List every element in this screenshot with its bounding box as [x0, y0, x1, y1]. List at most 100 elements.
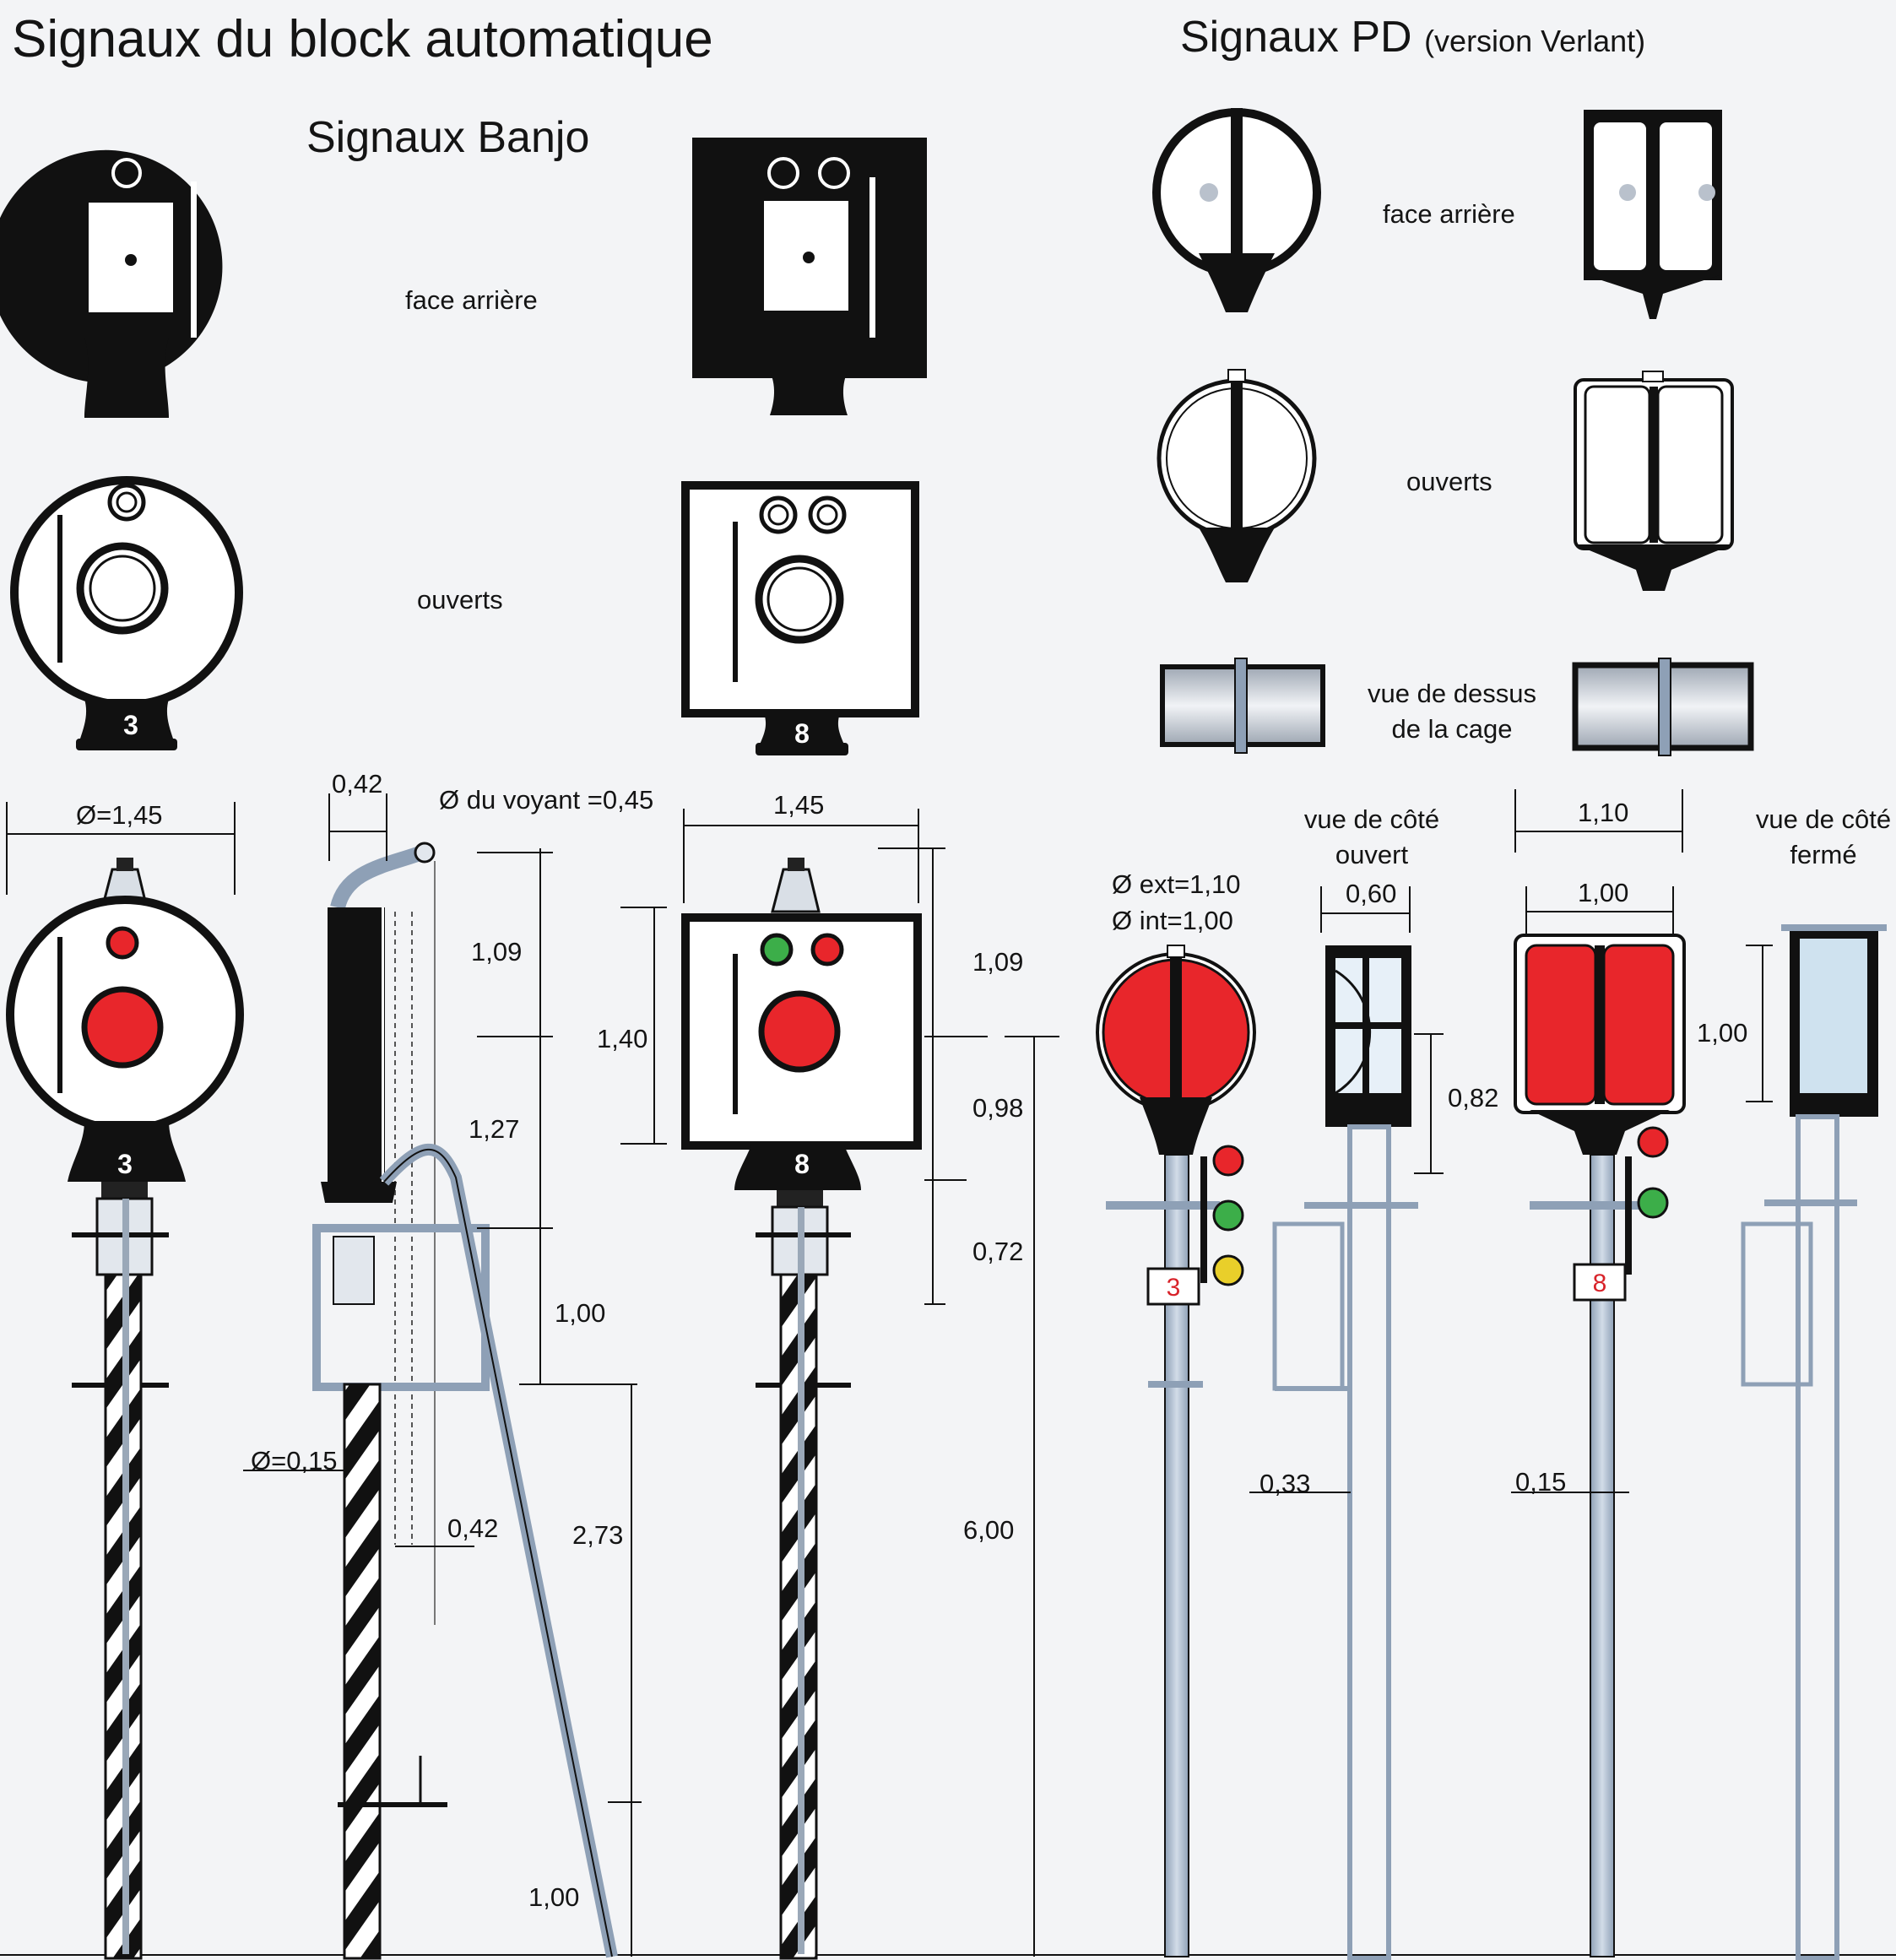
banjo-round-open-main-lamp-ring — [89, 555, 156, 622]
side-view-signal — [312, 842, 618, 1960]
dim-pd-square-outer: 1,10 — [1578, 798, 1629, 827]
pd-round-back — [1152, 108, 1321, 312]
pd-top-view-square — [1572, 658, 1754, 756]
dim-side-h1: 1,09 — [471, 937, 523, 966]
pd-side-closed-label-2: fermé — [1790, 840, 1857, 869]
banjo-round-open-main-lamp — [76, 542, 169, 635]
banjo-square-back-neck — [770, 371, 848, 415]
pd-square-back-panel-1 — [1594, 122, 1646, 270]
dim-square-height: 1,40 — [597, 1024, 648, 1053]
banjo-square-open-main-lamp — [755, 555, 844, 644]
banjo-round-back-neck — [84, 338, 169, 418]
banjo-open-label: ouverts — [417, 585, 503, 615]
pd-square-signal-plate — [1573, 1263, 1627, 1302]
banjo-round-open-ladder — [57, 515, 62, 663]
banjo-square-open-lamp-2 — [808, 495, 847, 534]
dim-square-width: 1,45 — [773, 790, 825, 820]
pd-round-signal: 3 — [1096, 945, 1256, 1957]
pd-side-open-lattice — [1347, 1124, 1391, 1960]
banjo-square-open-lamp-1 — [759, 495, 798, 534]
banjo-round-open-small-lamp-ring — [116, 491, 138, 513]
banjo-square-signal-green-light — [760, 933, 794, 966]
pd-square-signal-red — [1637, 1126, 1669, 1158]
banjo-square-open-ladder — [733, 522, 738, 682]
pd-top-view-round — [1160, 658, 1325, 754]
banjo-square-signal: 8 — [681, 858, 922, 1960]
banjo-round-open-neck — [80, 699, 173, 739]
dim-right-h1: 1,09 — [972, 947, 1024, 977]
pd-square-signal-panel-1 — [1525, 944, 1597, 1106]
svg-text:3: 3 — [1167, 1274, 1181, 1302]
banjo-round-back-dot — [125, 254, 137, 266]
dim-pd-pole: 0,15 — [1515, 1467, 1567, 1497]
pd-round-signal-green — [1212, 1199, 1244, 1232]
pd-square-signal: 8 — [1514, 934, 1686, 1957]
dim-pd-square-inner: 1,00 — [1578, 878, 1629, 907]
dim-pd-ext: Ø ext=1,10 — [1112, 869, 1241, 899]
dim-side-h2: 1,27 — [469, 1114, 520, 1144]
dim-lamp-diameter: Ø du voyant =0,45 — [439, 785, 654, 815]
side-view-pole — [343, 1383, 382, 1960]
banjo-round-signal-main-light — [81, 986, 164, 1069]
banjo-square-signal-main-light — [758, 990, 841, 1073]
dim-pole-diameter: Ø=0,15 — [251, 1446, 338, 1475]
dim-pd-int: Ø int=1,00 — [1112, 906, 1233, 935]
dim-banjo-diameter: Ø=1,45 — [76, 800, 163, 830]
pd-square-back — [1584, 110, 1722, 319]
banjo-square-back — [692, 138, 927, 415]
dim-side-width: 0,42 — [332, 769, 383, 799]
banjo-round-back — [0, 149, 223, 418]
dim-side-h3: 1,00 — [555, 1298, 606, 1328]
pd-round-back-bar — [1231, 108, 1243, 270]
pd-round-signal-yellow — [1212, 1254, 1244, 1286]
banjo-round-open-plate-base — [76, 739, 177, 750]
banjo-round-back-lamp — [111, 158, 142, 188]
dim-side-h5: 1,00 — [528, 1882, 580, 1912]
pd-side-closed-lattice — [1796, 1114, 1839, 1960]
dim-right-h3: 0,72 — [972, 1237, 1024, 1266]
pd-back-label: face arrière — [1383, 199, 1515, 229]
banjo-round-back-ladder — [191, 181, 197, 338]
banjo-square-signal-red-light — [810, 933, 844, 966]
pd-round-open — [1157, 369, 1317, 582]
pd-round-signal-red — [1212, 1145, 1244, 1177]
pd-top-label-1: vue de dessus — [1368, 679, 1536, 708]
pd-top-label-2: de la cage — [1391, 714, 1513, 744]
pd-square-open-neck — [1575, 544, 1732, 591]
banjo-round-open-small-lamp — [107, 483, 146, 522]
main-title: Signaux du block automatique — [12, 10, 713, 68]
pd-square-open — [1574, 371, 1734, 591]
svg-text:8: 8 — [1593, 1270, 1607, 1297]
banjo-back-label: face arrière — [405, 285, 538, 315]
pd-title: Signaux PD (version Verlant) — [1180, 15, 1645, 59]
dimension-lines — [6, 789, 1773, 1957]
dim-right-h2: 0,98 — [972, 1093, 1024, 1123]
banjo-square-back-lamp-2 — [818, 157, 850, 189]
pd-square-back-neck — [1584, 274, 1722, 319]
dim-ladder-offset: 0,42 — [447, 1513, 499, 1543]
svg-text:8: 8 — [794, 1149, 810, 1179]
dim-total-height: 6,00 — [963, 1515, 1015, 1545]
banjo-round-open-number: 3 — [123, 710, 138, 740]
pd-side-closed-signal — [1741, 924, 1887, 1960]
side-view-head — [328, 907, 385, 1182]
dim-pd-side-height: 0,82 — [1448, 1083, 1499, 1113]
banjo-square-open-neck — [760, 713, 844, 744]
dim-pd-side-width: 0,60 — [1346, 879, 1397, 908]
banjo-square-open-number: 8 — [794, 718, 810, 749]
pd-round-signal-plate — [1146, 1267, 1200, 1306]
banjo-title: Signaux Banjo — [306, 113, 590, 162]
pd-side-open-label-2: ouvert — [1335, 840, 1409, 869]
dim-pd-square-height: 1,00 — [1697, 1018, 1748, 1048]
pd-title-main: Signaux PD — [1180, 13, 1412, 62]
banjo-round-signal: 3 — [6, 858, 244, 1960]
pd-round-back-lamp — [1200, 183, 1218, 202]
banjo-square-back-ladder — [869, 177, 875, 338]
banjo-round-open: 3 — [10, 476, 243, 750]
banjo-round-signal-small-light — [106, 926, 139, 960]
pd-square-back-panel-2 — [1660, 122, 1712, 270]
pd-round-open-neck — [1199, 528, 1275, 582]
banjo-square-open: 8 — [681, 481, 919, 755]
pd-square-signal-panel-2 — [1602, 944, 1675, 1106]
